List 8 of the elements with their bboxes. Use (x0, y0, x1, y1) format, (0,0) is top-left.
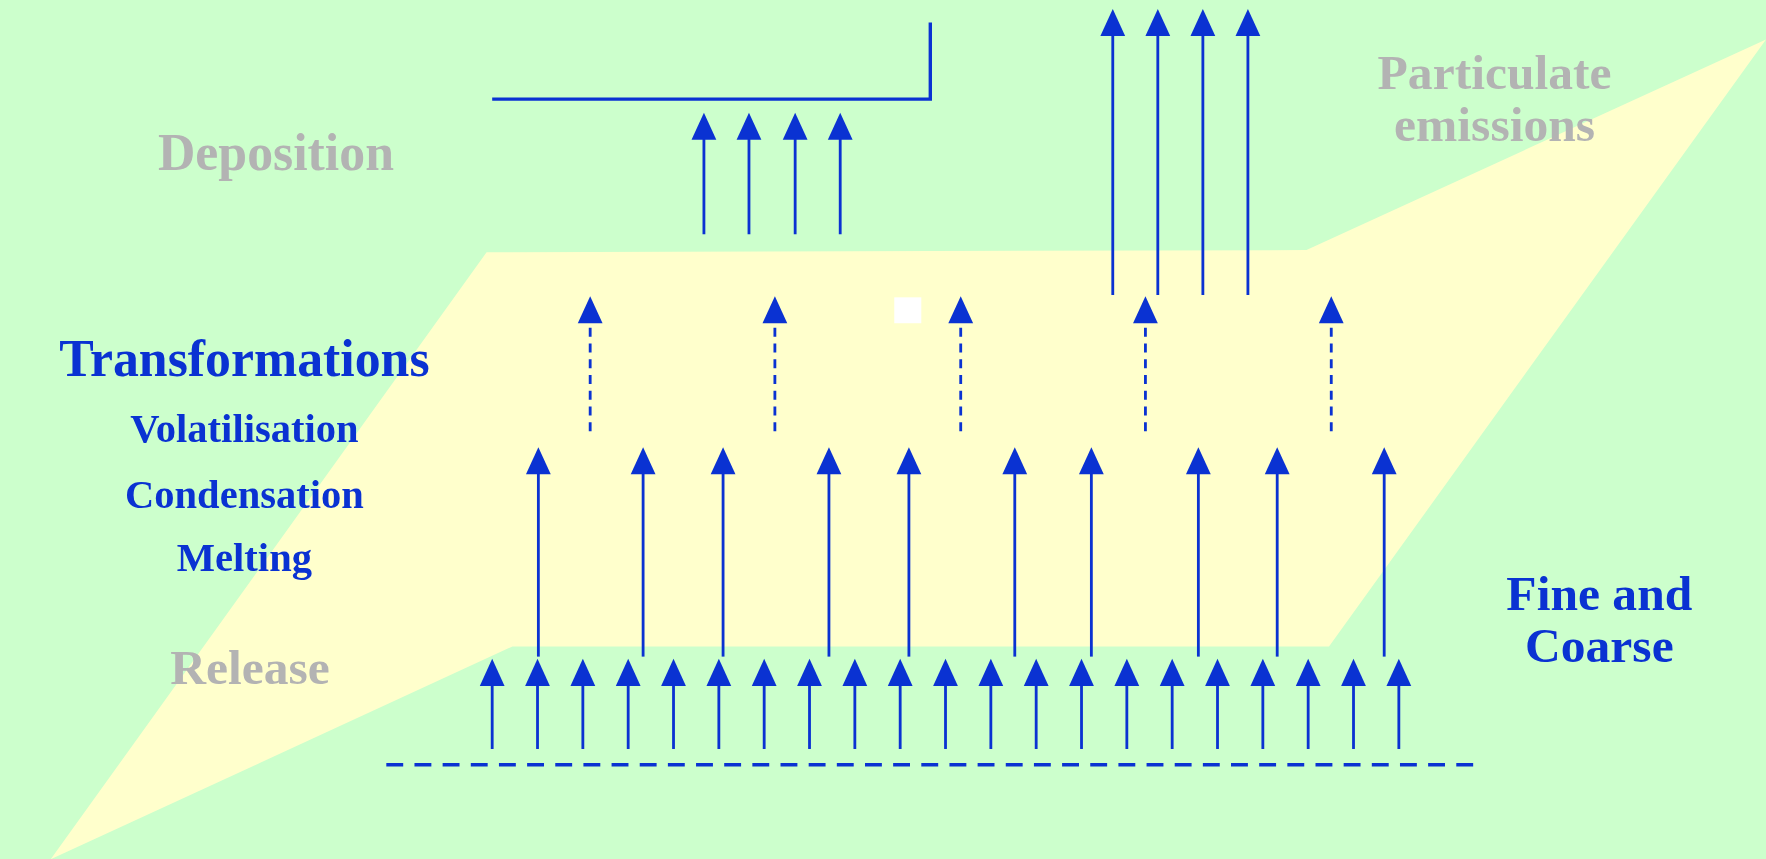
section-label: Release (170, 642, 330, 694)
process-label: Melting (176, 537, 312, 580)
size-label: Fine and Coarse (1505, 568, 1694, 673)
section-label: Particulate emissions (1376, 47, 1613, 152)
section-label: Deposition (157, 126, 394, 181)
process-label: Condensation (125, 474, 364, 517)
heading-label: Transformations (59, 332, 430, 387)
process-label: Volatilisation (130, 407, 359, 451)
